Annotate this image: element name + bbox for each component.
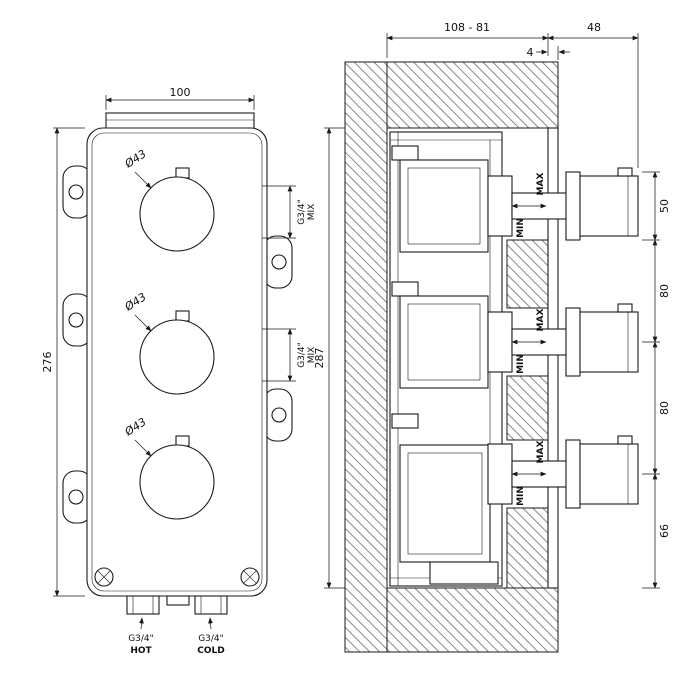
- bottom-center-tab: [166, 595, 190, 606]
- mix-thread-label: G3/4": [297, 342, 307, 368]
- wall-mid-2: [506, 375, 549, 441]
- wall-mid-1: [506, 239, 549, 309]
- dim-depth-range-label: 108 - 81: [444, 21, 490, 34]
- mix-thread-label: G3/4": [297, 199, 307, 225]
- wall-bottom-band: [386, 587, 559, 653]
- cold-label: COLD: [197, 646, 224, 656]
- mix-label: MIX: [307, 204, 317, 221]
- max-label: MAX: [536, 173, 546, 196]
- dim-recess-height-label: 287: [313, 348, 326, 369]
- dim-seg-bottom-label: 66: [658, 524, 671, 538]
- ear-hole: [271, 407, 287, 423]
- rosette: [565, 307, 581, 377]
- ear-hole: [68, 184, 84, 200]
- handle-2: [565, 303, 639, 377]
- knob-circle: [139, 444, 215, 520]
- mix-label: MIX: [307, 347, 317, 364]
- wall-left-band: [344, 61, 388, 653]
- top-plate: [105, 112, 255, 130]
- handle-notch: [617, 303, 633, 313]
- dim-recess-height: 287: [313, 127, 345, 589]
- handle-1: [565, 167, 639, 241]
- handle-body: [579, 311, 639, 373]
- handle-body: [579, 175, 639, 237]
- knob-circle: [139, 319, 215, 395]
- dim-mix-outlet-1: G3/4" MIX: [262, 185, 317, 239]
- max-label: MAX: [536, 309, 546, 332]
- dim-seg-top-label: 50: [658, 199, 671, 213]
- dim-seg-mid1-label: 80: [658, 284, 671, 298]
- cartridge-3: [391, 413, 569, 585]
- adjust-range-3: MAX MIN: [511, 441, 547, 506]
- dim-height: 276: [41, 127, 85, 597]
- handle-body: [579, 443, 639, 505]
- knob-1: [139, 167, 215, 252]
- dim-depth-range: 108 - 81: [386, 21, 549, 58]
- handle-3: [565, 435, 639, 509]
- dim-plate-offset: 4: [527, 46, 570, 60]
- wall-section-hatch: [344, 61, 559, 653]
- knob-circle: [139, 176, 215, 252]
- min-label: MIN: [516, 354, 526, 374]
- knob-2: [139, 310, 215, 395]
- ear-hole: [68, 312, 84, 328]
- adjust-range-1: MAX MIN: [511, 173, 547, 238]
- dim-seg-mid2-label: 80: [658, 401, 671, 415]
- dim-mix-outlet-2: G3/4" MIX: [262, 328, 317, 382]
- ear-hole: [68, 489, 84, 505]
- handle-notch: [617, 167, 633, 177]
- dim-handle-depth-label: 48: [587, 21, 601, 34]
- front-view: 100 276 Ø43 Ø43 Ø43 G3/4" MIX: [41, 86, 317, 656]
- cartridge-1: [391, 145, 569, 253]
- ear-hole: [271, 254, 287, 270]
- label-hot: G3/4" HOT: [128, 617, 154, 656]
- supply-pipe-cold: [194, 595, 228, 615]
- max-label: MAX: [536, 441, 546, 464]
- mounting-ears: [62, 165, 293, 524]
- handle-notch: [617, 435, 633, 445]
- rosette: [565, 439, 581, 509]
- cold-thread-label: G3/4": [198, 634, 224, 644]
- dim-width-label: 100: [170, 86, 191, 99]
- min-label: MIN: [516, 218, 526, 238]
- side-view: MAX MIN MAX MIN MAX MIN 108 - 81 48: [313, 21, 671, 653]
- label-cold: G3/4" COLD: [197, 617, 225, 656]
- finish-plate: [547, 127, 559, 589]
- valve-body-inner-outline: [91, 132, 263, 592]
- hot-label: HOT: [130, 646, 152, 656]
- corner-screw-left: [94, 567, 114, 587]
- dim-handle-depth: 48: [547, 21, 639, 168]
- min-label: MIN: [516, 486, 526, 506]
- corner-screw-right: [240, 567, 260, 587]
- dim-height-label: 276: [41, 352, 54, 373]
- dim-width: 100: [105, 86, 255, 110]
- knob-3: [139, 435, 215, 520]
- supply-pipe-hot: [126, 595, 160, 615]
- wall-top-band: [386, 61, 559, 129]
- hot-thread-label: G3/4": [128, 634, 154, 644]
- wall-mid-3: [506, 507, 549, 589]
- dim-plate-offset-label: 4: [527, 46, 534, 59]
- adjust-range-2: MAX MIN: [511, 309, 547, 374]
- rosette: [565, 171, 581, 241]
- dim-handle-spacing: 50 80 80 66: [642, 171, 671, 589]
